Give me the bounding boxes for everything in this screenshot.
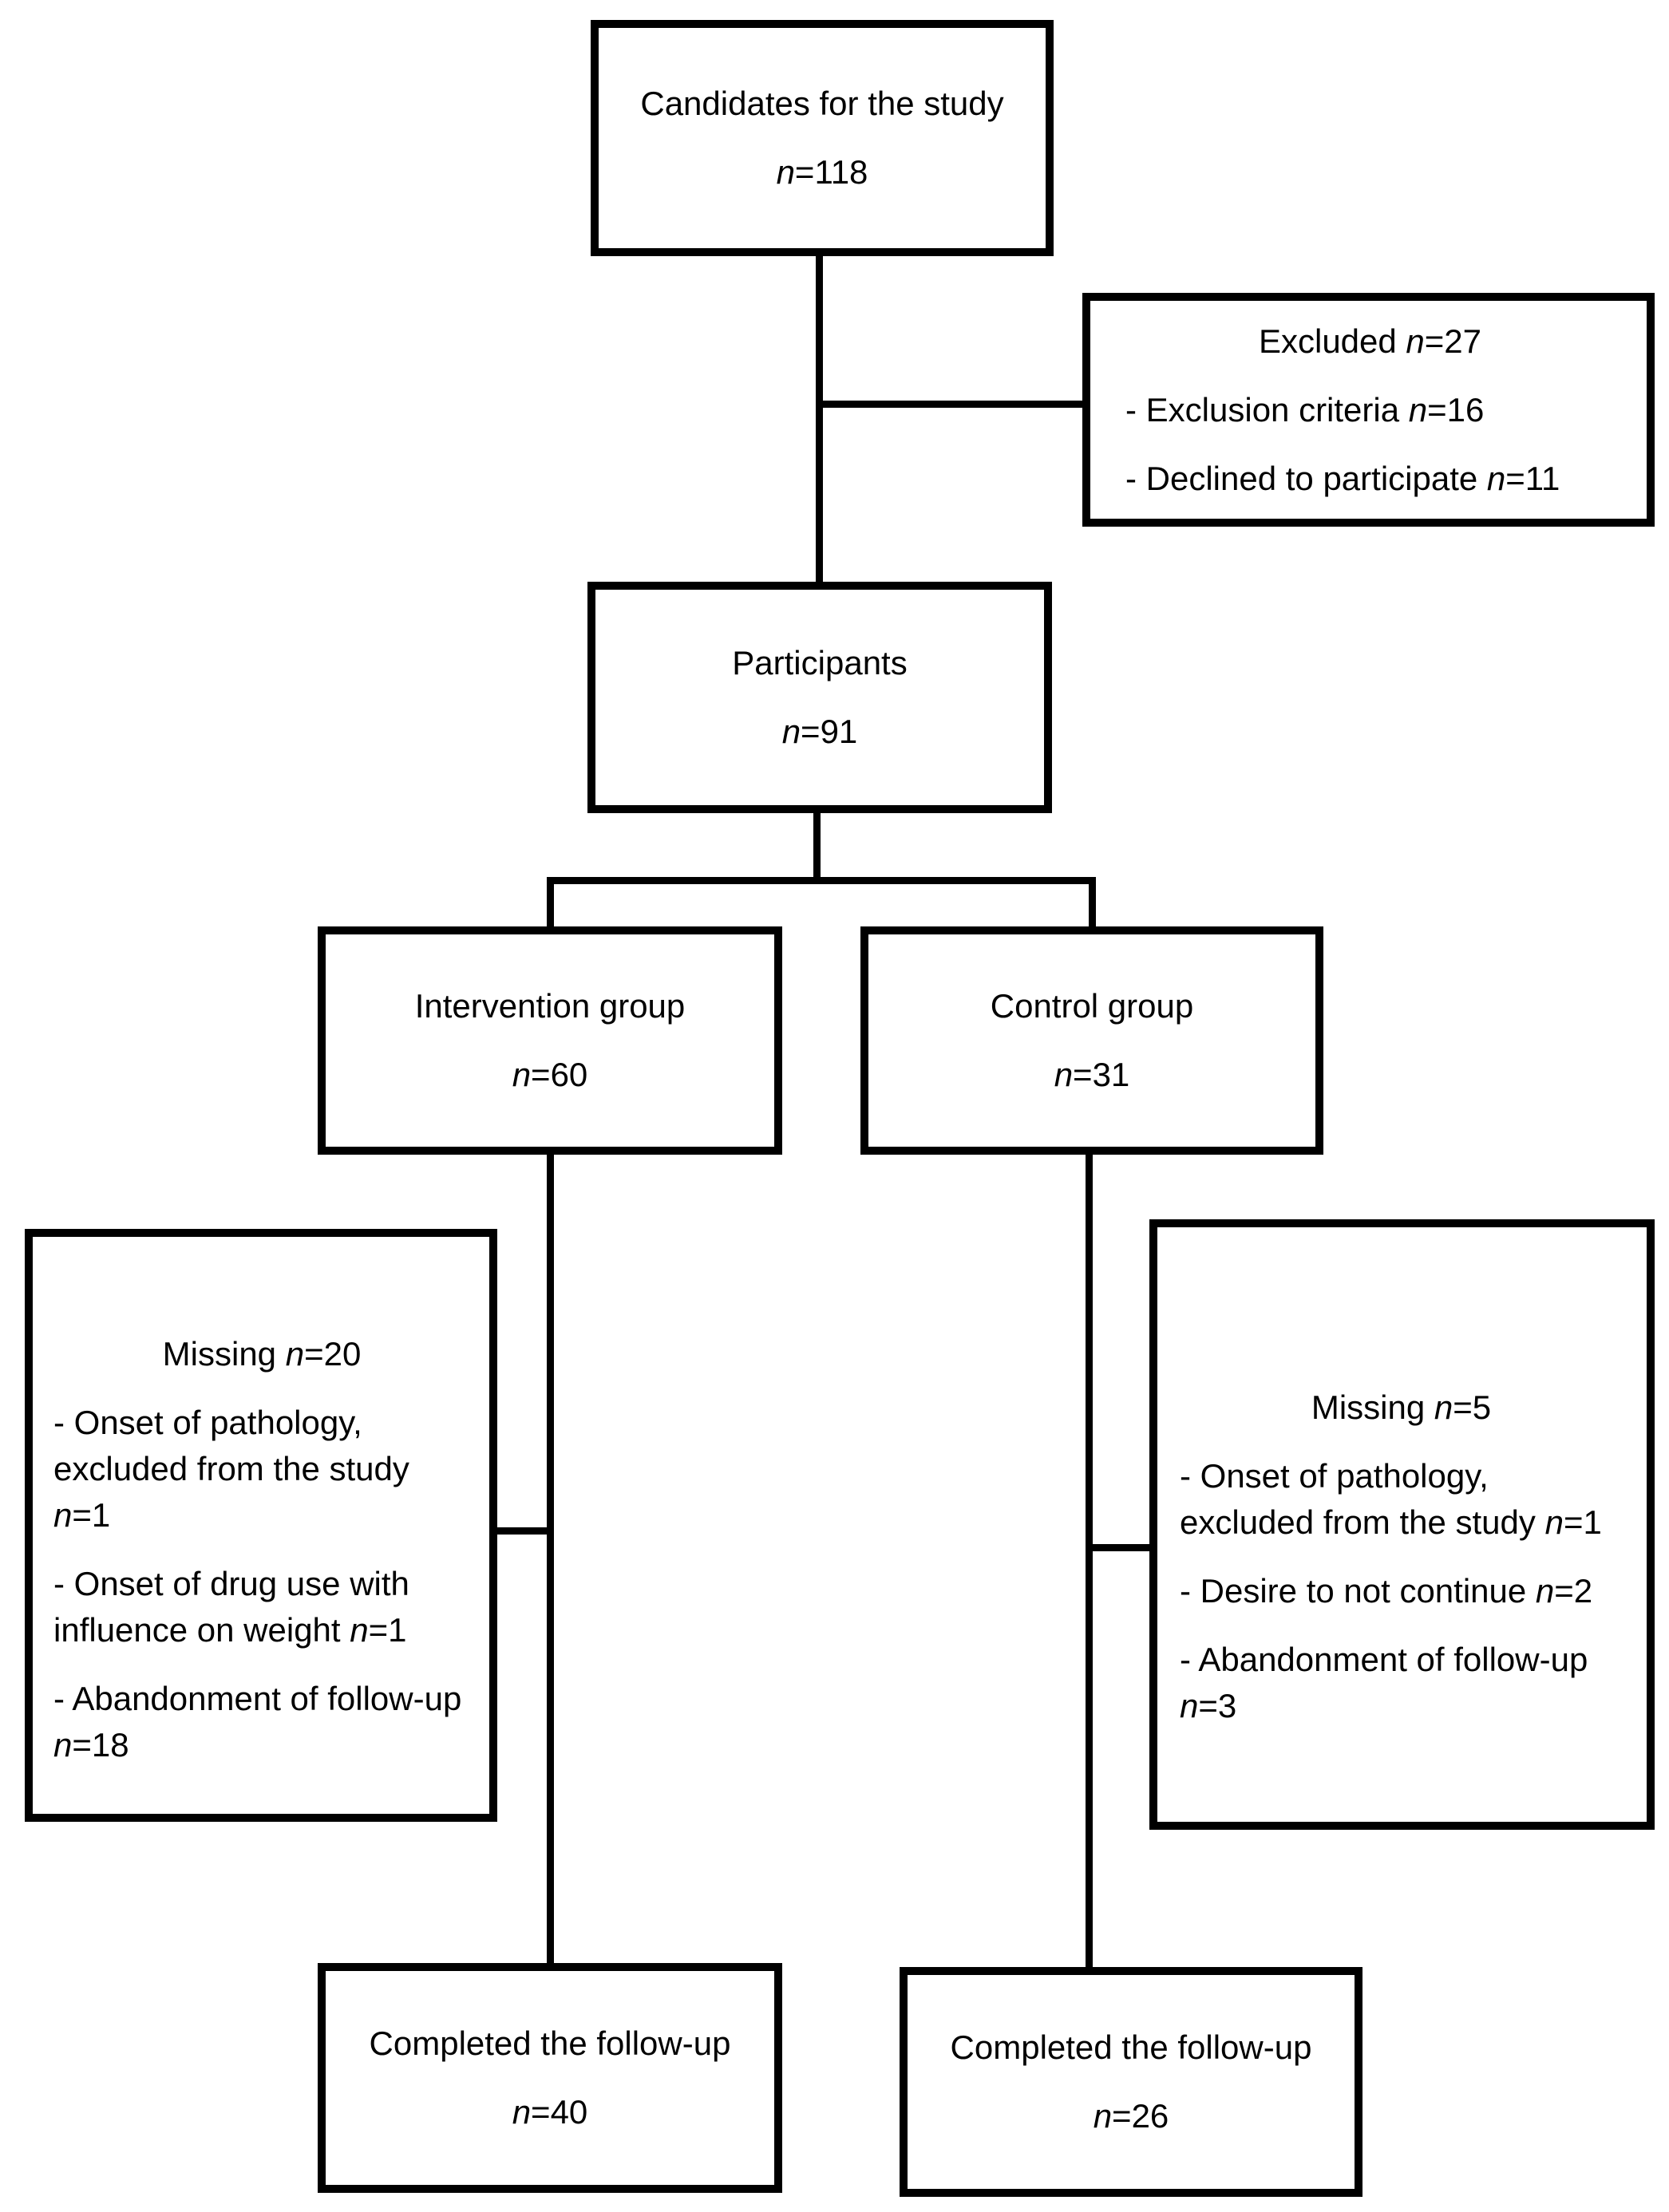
connector-to-missing-intervention bbox=[493, 1527, 551, 1535]
missing-control-item: - Desire to not continue n=2 bbox=[1180, 1571, 1593, 1610]
connector-to-missing-control bbox=[1089, 1544, 1153, 1551]
connector-to-excluded bbox=[819, 401, 1086, 408]
box-participants: Participants n=91 bbox=[587, 582, 1052, 813]
missing-control-title: Missing n=5 bbox=[1311, 1388, 1492, 1426]
missing-control-item: - Onset of pathology,excluded from the s… bbox=[1180, 1456, 1602, 1541]
box-completed-control: Completed the follow-up n=26 bbox=[900, 1967, 1362, 2197]
completed-control-title: Completed the follow-up bbox=[950, 2028, 1312, 2066]
completed-intervention-count: n=40 bbox=[512, 2093, 588, 2131]
connector-drop-control bbox=[1089, 877, 1096, 930]
excluded-item: - Exclusion criteria n=16 bbox=[1125, 390, 1485, 429]
box-missing-intervention: Missing n=20 - Onset of pathology,exclud… bbox=[25, 1229, 497, 1822]
candidates-title: Candidates for the study bbox=[640, 85, 1004, 122]
intervention-title: Intervention group bbox=[414, 987, 686, 1025]
box-control-group: Control group n=31 bbox=[860, 926, 1323, 1155]
intervention-count: n=60 bbox=[512, 1056, 588, 1093]
box-candidates: Candidates for the study n=118 bbox=[591, 20, 1054, 256]
connector-drop-intervention bbox=[547, 877, 554, 930]
connector-candidates-to-participants bbox=[816, 254, 823, 584]
candidates-count: n=118 bbox=[776, 153, 868, 191]
connector-participants-to-branch bbox=[813, 811, 821, 883]
excluded-title: Excluded n=27 bbox=[1258, 322, 1482, 360]
box-intervention-group: Intervention group n=60 bbox=[318, 926, 782, 1155]
excluded-item: - Declined to participate n=11 bbox=[1125, 459, 1560, 497]
control-title: Control group bbox=[990, 987, 1194, 1025]
completed-intervention-title: Completed the follow-up bbox=[369, 2024, 731, 2062]
participants-title: Participants bbox=[732, 644, 908, 681]
completed-control-count: n=26 bbox=[1093, 2097, 1169, 2135]
excluded-items: - Exclusion criteria n=16 - Declined to … bbox=[1125, 365, 1615, 502]
missing-control-items: - Onset of pathology,excluded from the s… bbox=[1180, 1431, 1623, 1729]
participants-count: n=91 bbox=[781, 713, 858, 750]
box-completed-intervention: Completed the follow-up n=40 bbox=[318, 1963, 782, 2193]
control-count: n=31 bbox=[1054, 1056, 1130, 1093]
missing-intervention-item: - Onset of pathology,excluded from the s… bbox=[53, 1403, 409, 1534]
box-missing-control: Missing n=5 - Onset of pathology,exclude… bbox=[1149, 1219, 1655, 1830]
connector-intervention-to-completed bbox=[547, 1152, 554, 1968]
connector-control-to-completed bbox=[1086, 1152, 1093, 1972]
missing-intervention-items: - Onset of pathology,excluded from the s… bbox=[53, 1377, 470, 1768]
connector-branch-horizontal bbox=[547, 877, 1096, 884]
missing-intervention-title: Missing n=20 bbox=[162, 1334, 362, 1373]
box-excluded: Excluded n=27 - Exclusion criteria n=16 … bbox=[1082, 293, 1655, 527]
